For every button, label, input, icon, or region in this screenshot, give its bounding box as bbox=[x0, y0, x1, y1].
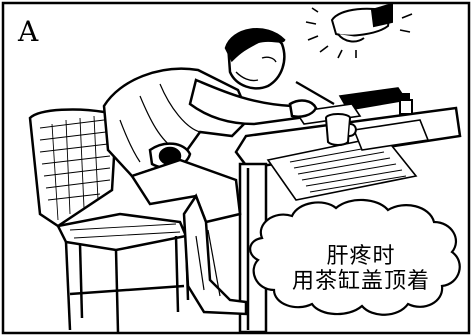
caption-line-1: 肝疼时 bbox=[326, 243, 396, 269]
speech-cloud bbox=[249, 198, 461, 316]
caption-line-2: 用茶缸盖顶着 bbox=[291, 269, 430, 294]
caption: 肝疼时 用茶缸盖顶着 bbox=[252, 226, 470, 312]
wicker-chair bbox=[28, 108, 190, 333]
light-bulb bbox=[305, 2, 413, 59]
papers bbox=[266, 87, 430, 201]
mug bbox=[325, 113, 357, 146]
man bbox=[102, 28, 335, 316]
ink-bottle bbox=[399, 93, 413, 115]
panel-letter: A bbox=[18, 15, 39, 48]
